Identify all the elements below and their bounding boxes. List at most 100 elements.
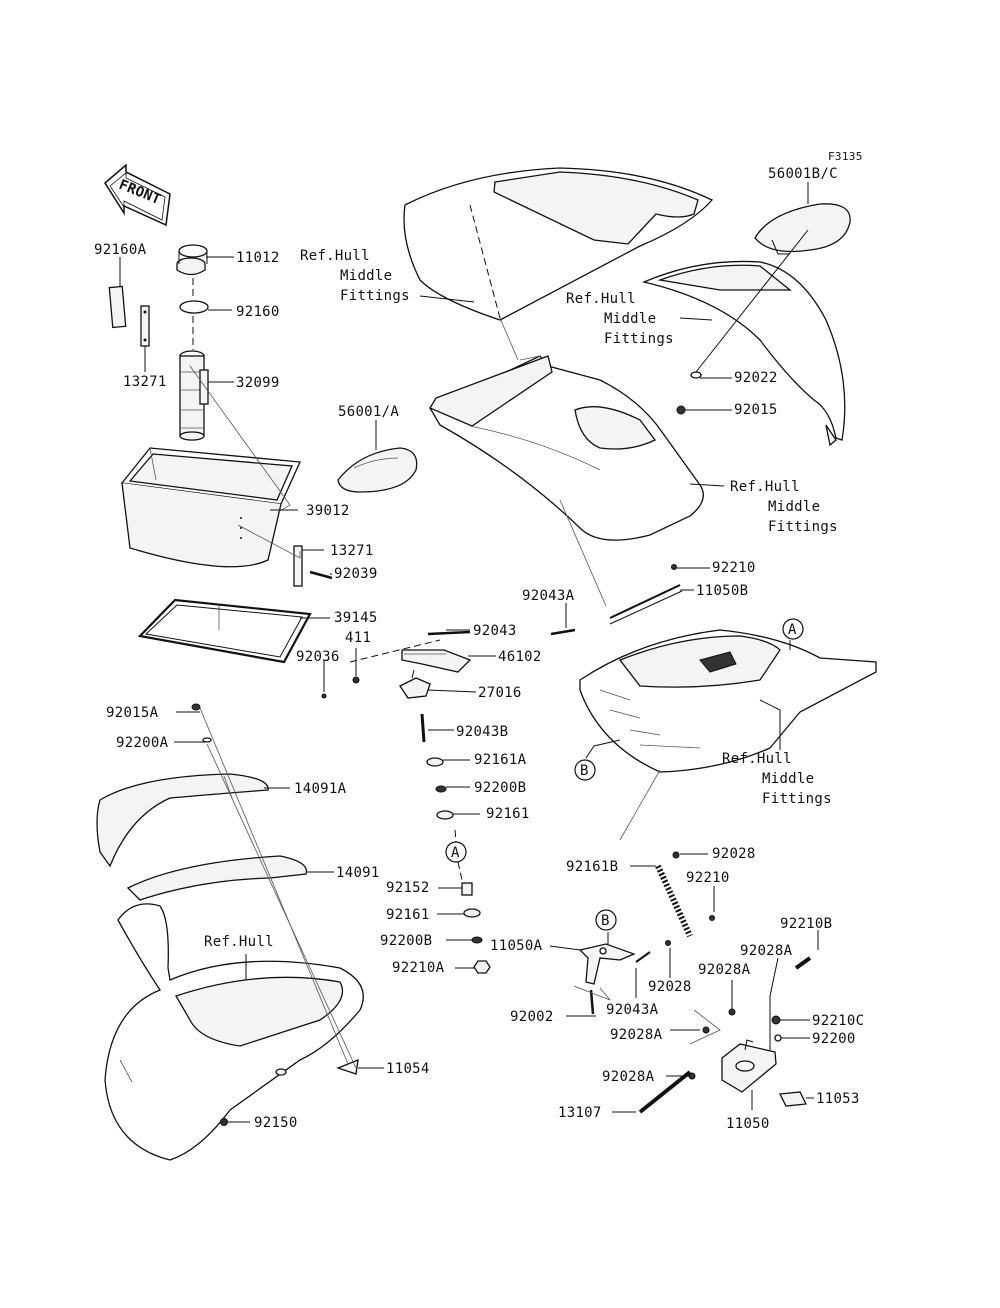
part-411-washer — [352, 676, 360, 684]
part-92161A-damper — [426, 757, 444, 767]
ref-circle-a-center — [445, 841, 467, 863]
part-32099-filler — [179, 350, 209, 441]
label-56001BC: 56001B/C — [768, 166, 838, 182]
part-27016-latch — [399, 669, 431, 699]
label-92210-upper: 92210 — [712, 560, 756, 576]
label-92160: 92160 — [236, 304, 280, 320]
label-11050: 11050 — [726, 1116, 770, 1132]
part-92043A-bolt-upper — [550, 628, 576, 636]
label-92200B-upper: 92200B — [474, 780, 526, 796]
label-11054: 11054 — [386, 1061, 430, 1077]
ref-hull-4-line1: Ref.Hull — [722, 751, 792, 767]
label-14091A: 14091A — [294, 781, 347, 797]
label-92043B: 92043B — [456, 724, 508, 740]
label-92028A-b: 92028A — [740, 943, 793, 959]
front-arrow-icon — [104, 163, 171, 227]
part-92210C-nut — [771, 1015, 781, 1025]
ref-circle-b-bracket-label: B — [601, 913, 610, 929]
part-92043A-bolt-lower — [635, 951, 651, 963]
label-92043: 92043 — [473, 623, 517, 639]
label-92152: 92152 — [386, 880, 430, 896]
ref-hull-1-line3: Fittings — [340, 288, 410, 304]
part-11050B-rail — [609, 584, 681, 619]
label-92200A: 92200A — [116, 735, 169, 751]
ref-circle-b-tray-label: B — [580, 763, 589, 779]
ref-hull-5: Ref.Hull — [204, 934, 274, 950]
part-top-hull-deck — [403, 167, 714, 321]
label-92210A: 92210A — [392, 960, 445, 976]
ref-circle-a-right — [782, 618, 804, 640]
label-92028-lower: 92028 — [648, 979, 692, 995]
ref-hull-3-line1: Ref.Hull — [730, 479, 800, 495]
label-92028A-d: 92028A — [602, 1069, 655, 1085]
label-92022: 92022 — [734, 370, 778, 386]
label-92210C: 92210C — [812, 1013, 864, 1029]
label-92039: 92039 — [334, 566, 378, 582]
part-92200B-washer-upper — [435, 785, 447, 793]
part-92015-clip — [676, 405, 686, 415]
ref-hull-1-line1: Ref.Hull — [300, 248, 370, 264]
label-92200: 92200 — [812, 1031, 856, 1047]
label-92200B-lower: 92200B — [380, 933, 432, 949]
part-56001BC-mirror — [754, 203, 851, 255]
part-92043B-pin — [420, 713, 426, 743]
part-92160A — [108, 285, 127, 329]
label-92002: 92002 — [510, 1009, 554, 1025]
ref-hull-4-line3: Fittings — [762, 791, 832, 807]
part-11054-rivet — [336, 1058, 359, 1075]
part-92015A-clip — [191, 703, 201, 711]
part-46102-hinge — [401, 649, 472, 673]
part-92210-nut-upper — [671, 564, 677, 570]
label-13107: 13107 — [558, 1105, 602, 1121]
part-right-side-panel — [641, 260, 846, 447]
label-56001A: 56001/A — [338, 404, 399, 420]
part-front-hull-body — [104, 903, 364, 1161]
label-27016: 27016 — [478, 685, 522, 701]
part-92022-grommet — [690, 371, 702, 379]
label-92161B: 92161B — [566, 859, 618, 875]
part-92028A-washer-b — [702, 1026, 710, 1034]
label-11012: 11012 — [236, 250, 280, 266]
label-92015A: 92015A — [106, 705, 159, 721]
ref-hull-3-line2: Middle — [768, 499, 820, 515]
part-labels: 92160A 11012 92160 13271 32099 39012 132… — [94, 166, 864, 1132]
ref-hull-1-line2: Middle — [340, 268, 392, 284]
part-39012-bin — [120, 447, 301, 568]
ref-hull-2-line3: Fittings — [604, 331, 674, 347]
label-92150: 92150 — [254, 1115, 298, 1131]
label-32099: 32099 — [236, 375, 280, 391]
label-39145: 39145 — [334, 610, 378, 626]
ref-hull-2-line2: Middle — [604, 311, 656, 327]
leader-lines — [119, 182, 819, 1123]
ref-circle-b-tray — [574, 759, 596, 781]
part-92200A-washer — [202, 737, 212, 743]
label-92210B: 92210B — [780, 916, 832, 932]
ref-labels: Ref.Hull Middle Fittings Ref.Hull Middle… — [204, 248, 838, 950]
part-11053-plate — [778, 1091, 808, 1107]
part-92210-nut-lower — [709, 915, 715, 921]
part-92043-bolt — [427, 630, 471, 636]
label-11050A: 11050A — [490, 938, 543, 954]
label-92036: 92036 — [296, 649, 340, 665]
label-92028A-a: 92028A — [698, 962, 751, 978]
part-92160-oring — [179, 300, 209, 314]
part-13271-lower — [293, 545, 303, 587]
part-11050A-bracket — [578, 943, 636, 985]
part-92028-washer-lower — [665, 940, 671, 946]
part-39145-gasket — [137, 598, 312, 664]
ref-circle-a-right-label: A — [788, 622, 797, 638]
ref-hull-3-line3: Fittings — [768, 519, 838, 535]
part-11050-latch — [721, 1039, 777, 1093]
label-13271-lower: 13271 — [330, 543, 374, 559]
label-13271-upper: 13271 — [123, 374, 167, 390]
label-14091: 14091 — [336, 865, 380, 881]
part-92161-damper-upper — [436, 810, 454, 820]
label-92028-upper: 92028 — [712, 846, 756, 862]
label-92161-lower: 92161 — [386, 907, 430, 923]
part-13107-bolt — [638, 1070, 692, 1114]
part-92210A-nut — [473, 960, 491, 974]
part-92028-washer-upper — [672, 851, 680, 859]
ref-hull-4-line2: Middle — [762, 771, 814, 787]
